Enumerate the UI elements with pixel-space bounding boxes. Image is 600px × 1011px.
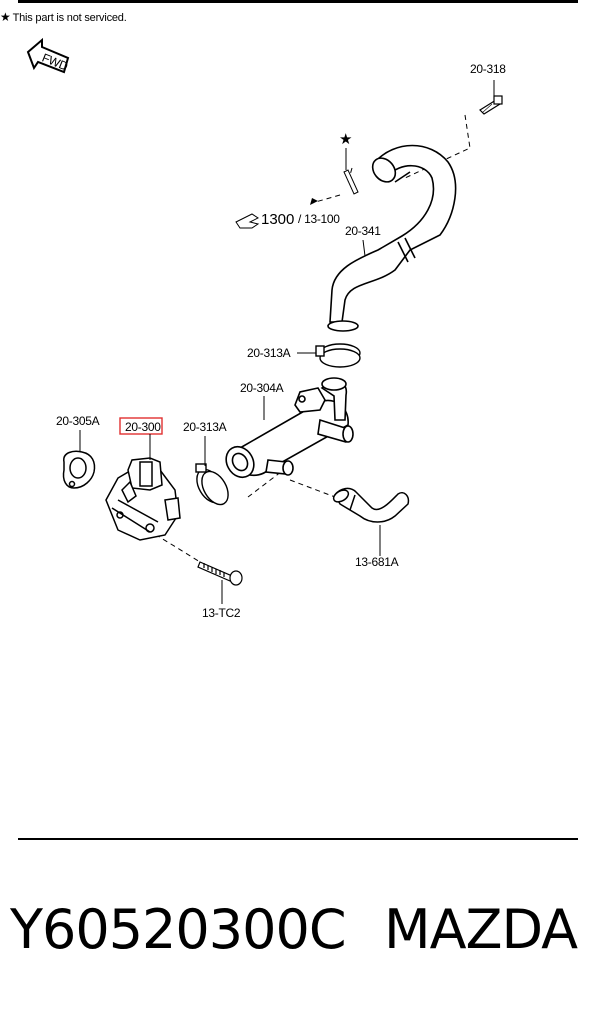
- star-icon: ★: [0, 10, 11, 24]
- arrow-head-icon: [310, 198, 318, 205]
- part-number: Y60520300C: [10, 898, 347, 961]
- egr-cooler-20-304a: [225, 377, 354, 479]
- callout-20-305a: 20-305A: [56, 414, 100, 428]
- not-serviced-note: ★This part is not serviced.: [0, 10, 127, 24]
- top-border: [18, 0, 578, 3]
- gasket-20-305a: [62, 450, 96, 489]
- star-marker-icon: ★: [339, 131, 352, 148]
- bolt-20-318: [479, 80, 503, 115]
- callout-20-313a-top: 20-313A: [247, 346, 291, 360]
- hose-20-341: [327, 144, 457, 332]
- callout-13-tc2: 13-TC2: [202, 606, 241, 620]
- hose-13-681a: [332, 487, 410, 523]
- callout-13-100: / 13-100: [298, 212, 340, 226]
- callout-20-341: 20-341: [345, 224, 381, 238]
- brand-name: MAZDA: [384, 898, 578, 961]
- bolt-13-tc2: [197, 561, 243, 586]
- reference-hand-icon: [235, 213, 260, 229]
- callout-20-300: 20-300: [125, 420, 161, 434]
- highlight-box-20-300: [119, 417, 163, 435]
- bottom-divider: [18, 838, 578, 840]
- callout-20-304a: 20-304A: [240, 381, 284, 395]
- callout-13-681a: 13-681A: [355, 555, 399, 569]
- clamp-20-313a-top: [315, 343, 361, 368]
- callout-20-313a-low: 20-313A: [183, 420, 227, 434]
- gasket-not-serviced: [343, 169, 359, 195]
- callout-1300: 1300: [261, 211, 294, 228]
- parts-diagram: FWD 20-318 ★ 1300 / 13-100 20-341: [26, 37, 506, 620]
- not-serviced-text: This part is not serviced.: [12, 12, 127, 24]
- fwd-label: FWD: [40, 51, 70, 74]
- callout-20-318: 20-318: [470, 62, 506, 76]
- clamp-20-313a-low: [195, 463, 229, 506]
- alignment-lines: [139, 114, 471, 566]
- fwd-arrow-icon: FWD: [26, 37, 70, 74]
- egr-valve-20-300: [105, 457, 181, 541]
